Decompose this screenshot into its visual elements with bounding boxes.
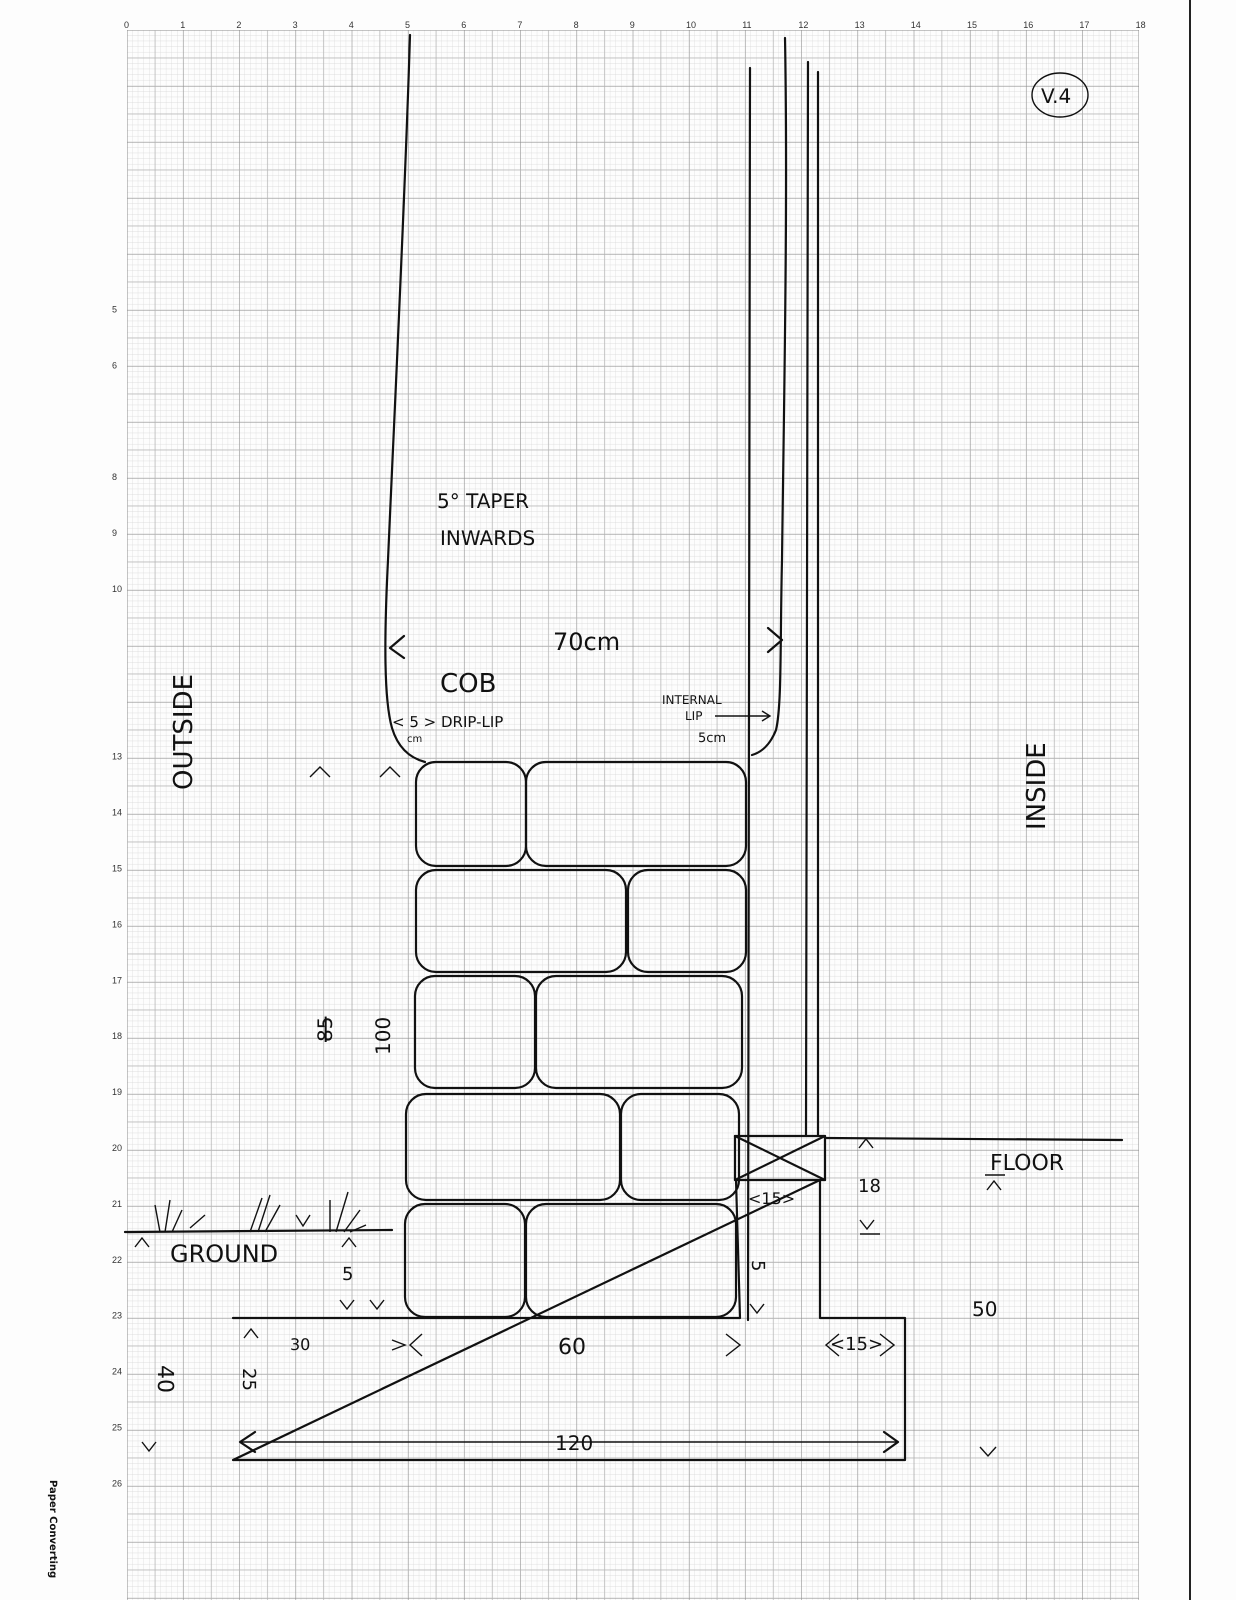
pier-offset-label: 5 (747, 1260, 768, 1271)
inside-label: INSIDE (1022, 742, 1052, 830)
ruler-tick-label: 5 (405, 20, 410, 30)
ruler-tick-label: 15 (112, 864, 122, 874)
ruler-tick-label: 10 (686, 20, 696, 30)
internal-lip-line2: LIP (685, 709, 702, 723)
internal-lip-arrow (715, 710, 772, 722)
ruler-tick-label: 5 (112, 305, 117, 315)
ruler-tick-label: 18 (1136, 20, 1146, 30)
ruler-tick-label: 23 (112, 1311, 122, 1321)
cob-width-label: 70cm (553, 628, 620, 656)
ruler-tick-label: 19 (112, 1087, 122, 1097)
ruler-tick-label: 6 (461, 20, 466, 30)
ruler-tick-label: 17 (112, 975, 122, 985)
grid-major (127, 30, 1139, 1600)
ruler-tick-label: 25 (112, 1423, 122, 1433)
ruler-tick-label: 9 (112, 528, 117, 538)
footing-left-label: 30 (290, 1335, 310, 1354)
ruler-tick-label: 12 (798, 20, 808, 30)
floor-label: FLOOR (990, 1151, 1064, 1176)
ruler-tick-label: 26 (112, 1478, 122, 1488)
ruler-tick-label: 13 (112, 752, 122, 762)
ruler-tick-label: 10 (112, 584, 122, 594)
ruler-tick-label: 3 (293, 20, 298, 30)
ground-label: GROUND (170, 1240, 278, 1268)
dim-arrow-left (388, 634, 406, 660)
ruler-tick-label: 14 (911, 20, 921, 30)
ruler-tick-label: 2 (236, 20, 241, 30)
ruler-tick-label: 14 (112, 808, 122, 818)
outside-label: OUTSIDE (169, 674, 199, 790)
straw-bales (403, 760, 748, 1319)
joist-width-label: <15> (748, 1189, 795, 1208)
ruler-tick-label: 11 (742, 20, 751, 30)
internal-finish-line-1 (804, 60, 810, 1137)
bale-height-label: 100 (371, 1017, 395, 1055)
cob-label: COB (440, 669, 496, 699)
footing-above-label: 25 (238, 1368, 259, 1391)
bale (619, 1092, 741, 1202)
ground-offset-label: 5 (342, 1264, 353, 1285)
drip-lip-unit: cm (407, 734, 422, 745)
left-ruler: 5 6 8 9 10 13 14 15 16 17 18 19 20 21 22 23 24 25 26 (112, 305, 122, 1489)
bale (534, 974, 744, 1090)
ruler-tick-label: 1 (180, 20, 185, 30)
dim-arrow-right (766, 626, 784, 654)
footing-right-label: <15> (830, 1334, 883, 1355)
cob-inner-face (750, 36, 788, 757)
internal-lip-line1: INTERNAL (662, 693, 722, 707)
foundation-outline (231, 1178, 907, 1462)
ruler-tick-label: 9 (630, 20, 635, 30)
bale-height-struck: 85 (313, 1017, 337, 1042)
dim-arrow (238, 1430, 900, 1454)
ruler-tick-label: 24 (112, 1367, 122, 1377)
margin-print-text: Paper Converting (47, 1480, 58, 1578)
footing-depth-label: 40 (152, 1365, 177, 1393)
ruler-tick-label: 15 (967, 20, 977, 30)
internal-lip-value: 5cm (698, 731, 726, 746)
ruler-tick-label: 18 (112, 1031, 122, 1041)
taper-label-line2: INWARDS (440, 526, 535, 550)
ruler-tick-label: 6 (112, 360, 117, 370)
ruler-tick-label: 17 (1079, 20, 1089, 30)
ruler-tick-label: 8 (112, 472, 117, 482)
version-circle (1031, 72, 1089, 118)
ruler-tick-label: 22 (112, 1255, 122, 1265)
drip-lip-label: < 5 > DRIP-LIP (392, 713, 503, 731)
internal-wall-line (746, 66, 752, 1322)
version-label: V.4 (1041, 84, 1071, 108)
footing-middle-label: 60 (558, 1335, 586, 1360)
bale (524, 760, 748, 868)
ruler-tick-label: 7 (517, 20, 522, 30)
floor-joist (733, 1134, 827, 1182)
cob-outer-face (384, 33, 427, 764)
bale (626, 868, 748, 974)
ruler-tick-label: 13 (855, 20, 865, 30)
ruler-tick-label: 0 (124, 20, 129, 30)
ruler-tick-label: 21 (112, 1199, 122, 1209)
floor-height-label: 18 (858, 1176, 881, 1197)
floor-depth-label: 50 (972, 1297, 997, 1321)
ruler-tick-label: 4 (349, 20, 354, 30)
joist-cross (733, 1134, 827, 1182)
ruler-tick-label: 16 (1023, 20, 1033, 30)
ruler-tick-label: 8 (574, 20, 579, 30)
ground-tick-marks (134, 766, 1005, 1458)
floor-line (823, 1136, 1124, 1142)
bale (414, 868, 628, 974)
footing-width-label: 120 (555, 1431, 593, 1455)
taper-label-line1: 5° TAPER (437, 489, 529, 513)
ruler-tick-label: 20 (112, 1143, 122, 1153)
ruler-tick-label: 16 (112, 919, 122, 929)
grass-icon (154, 1191, 367, 1233)
